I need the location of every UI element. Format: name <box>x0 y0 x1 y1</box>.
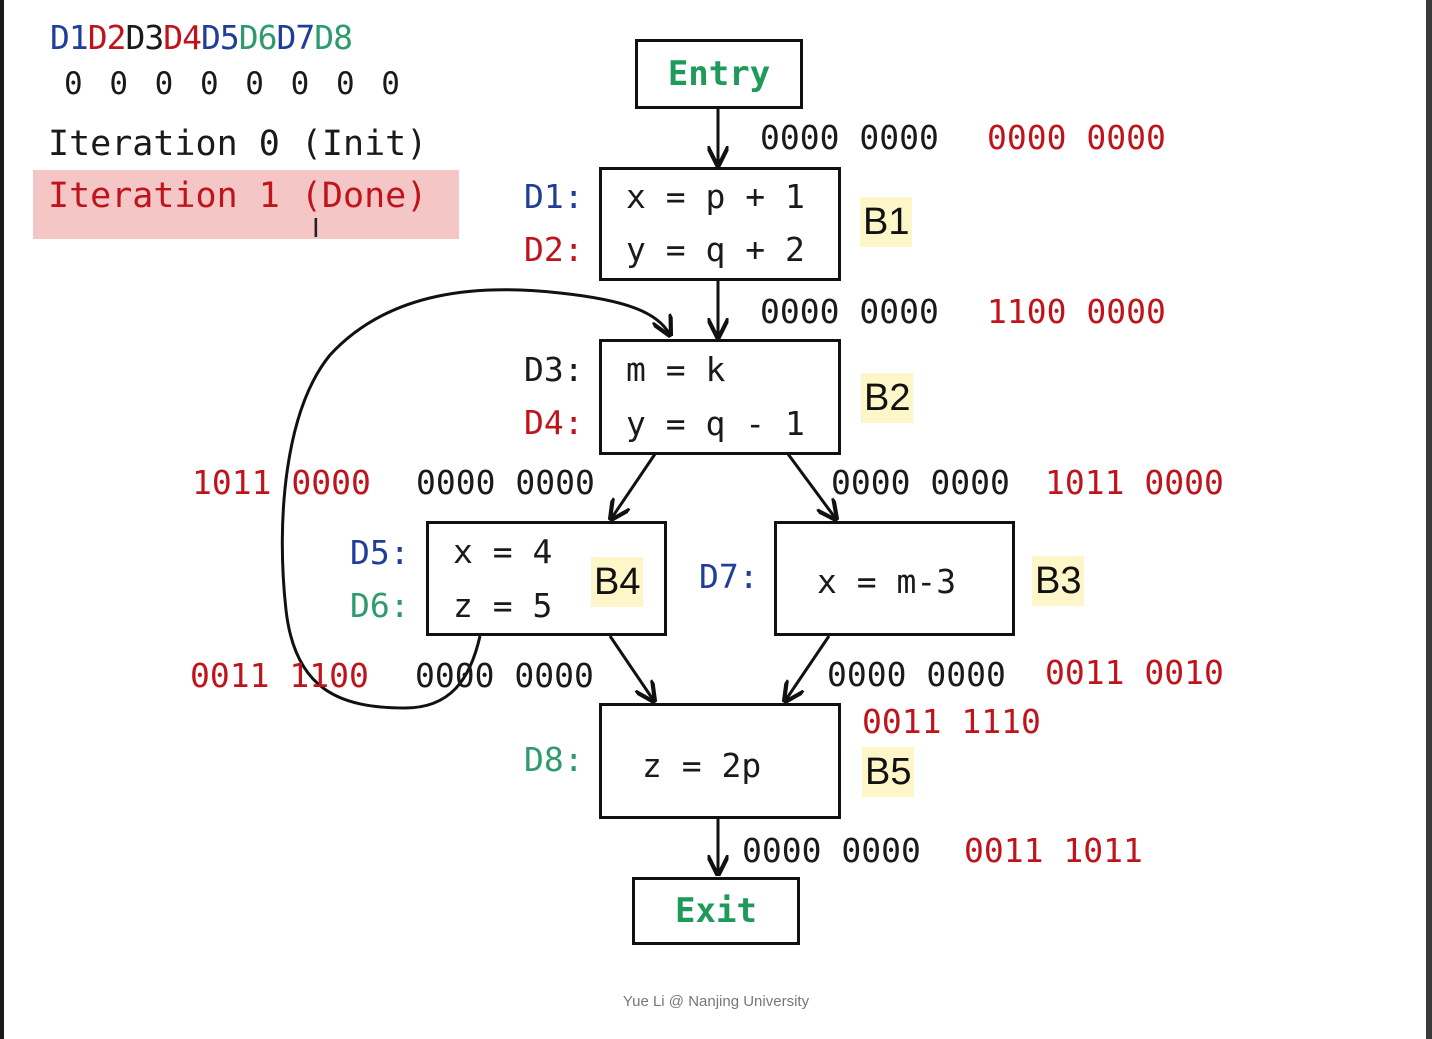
b3-out-bits-a: 0000 0000 <box>827 655 1006 694</box>
legend-d4: D4 <box>163 18 202 57</box>
iteration-0-label: Iteration 0 (Init) <box>48 124 428 164</box>
b4-def-d6: D6: <box>350 586 410 625</box>
legend-d6: D6 <box>238 18 278 57</box>
edge-b4-b5 <box>608 635 654 701</box>
b2-stmt-2: y = q - 1 <box>626 404 805 443</box>
b3-in-bits-b: 1011 0000 <box>1045 463 1224 502</box>
iteration-1-label: Iteration 1 (Done) <box>48 176 428 216</box>
right-scrollbar[interactable] <box>1426 0 1432 1039</box>
left-edge <box>0 0 4 1039</box>
b1-def-d1: D1: <box>524 177 584 216</box>
edge-b4-b2-loop <box>280 288 670 710</box>
block-label-b3: B3 <box>1032 556 1085 606</box>
b1-stmt-2: y = q + 2 <box>626 230 805 269</box>
b1-out-bits-b: 1100 0000 <box>987 292 1166 331</box>
footer-credit: Yue Li @ Nanjing University <box>622 993 810 1010</box>
entry-out-bits-b: 0000 0000 <box>987 118 1166 157</box>
exit-node: Exit <box>632 877 800 945</box>
entry-out-bits-a: 0000 0000 <box>760 118 939 157</box>
entry-node: Entry <box>635 39 803 109</box>
entry-label: Entry <box>667 54 771 94</box>
b2-stmt-1: m = k <box>626 350 726 389</box>
block-b5: z = 2p <box>599 703 841 819</box>
edge-b2-b3 <box>786 453 836 519</box>
legend-d7: D7 <box>276 18 316 57</box>
block-b3: x = m-3 <box>774 521 1015 636</box>
b4-out-bits-b: 0000 0000 <box>415 656 594 695</box>
b5-out-bits-a: 0000 0000 <box>742 831 921 870</box>
legend-d1: D1 <box>50 18 89 57</box>
b4-stmt-2: z = 5 <box>453 586 553 625</box>
block-label-b1: B1 <box>860 197 913 247</box>
text-cursor-icon: I <box>312 214 320 244</box>
block-b4: x = 4 z = 5 <box>426 521 667 636</box>
b3-in-bits-a: 0000 0000 <box>831 463 1010 502</box>
legend-d3: D3 <box>125 18 165 57</box>
b2-def-d3: D3: <box>524 350 584 389</box>
b1-def-d2: D2: <box>524 230 584 269</box>
block-label-b2: B2 <box>861 373 914 423</box>
b1-out-bits-a: 0000 0000 <box>760 292 939 331</box>
b5-stmt-1: z = 2p <box>642 746 762 785</box>
b4-in-bits-a: 1011 0000 <box>192 463 371 502</box>
b4-in-bits-b: 0000 0000 <box>416 463 595 502</box>
block-label-b5: B5 <box>862 747 915 797</box>
b5-out-bits-b: 0011 1011 <box>964 831 1143 870</box>
b4-def-d5: D5: <box>350 533 410 572</box>
definition-legend: D1D2D3D4D5D6D7D8 <box>50 18 353 57</box>
b5-in-bits: 0011 1110 <box>862 702 1041 741</box>
exit-label: Exit <box>675 891 757 931</box>
b3-stmt-1: x = m-3 <box>817 562 957 601</box>
b3-def-d7: D7: <box>699 557 759 596</box>
b1-stmt-1: x = p + 1 <box>626 177 805 216</box>
b4-out-bits-a: 0011 1100 <box>190 656 369 695</box>
edge-b3-b5 <box>785 635 831 701</box>
edge-b2-b4 <box>611 453 657 519</box>
b2-def-d4: D4: <box>524 403 584 442</box>
block-b1: x = p + 1 y = q + 2 <box>599 167 841 281</box>
block-b2: m = k y = q - 1 <box>599 339 841 455</box>
legend-d8: D8 <box>314 18 353 57</box>
b5-def-d8: D8: <box>524 740 584 779</box>
block-label-b4: B4 <box>591 557 644 607</box>
legend-d2: D2 <box>87 18 127 57</box>
b4-stmt-1: x = 4 <box>453 532 553 571</box>
legend-bit-vector: 0 0 0 0 0 0 0 0 <box>64 66 400 102</box>
b3-out-bits-b: 0011 0010 <box>1045 653 1224 692</box>
legend-d5: D5 <box>201 18 240 57</box>
iteration-1-highlight <box>33 170 459 239</box>
